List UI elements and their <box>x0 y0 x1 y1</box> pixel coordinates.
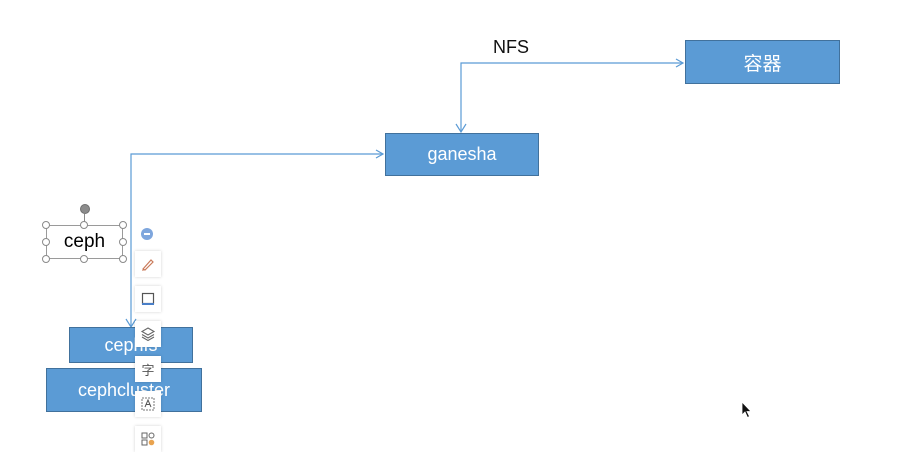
layers-icon <box>140 327 156 342</box>
selected-textbox-ceph[interactable]: ceph <box>46 225 123 259</box>
mouse-cursor-icon <box>741 401 752 419</box>
connector-cephfs-to-ganesha[interactable] <box>130 149 385 326</box>
rotate-stem <box>84 214 85 223</box>
text-frame-tool-button[interactable] <box>135 391 161 417</box>
brush-icon <box>142 259 154 271</box>
node-container-label: 容器 <box>743 52 782 75</box>
resize-handle-top-left[interactable] <box>42 221 50 229</box>
resize-handle-top[interactable] <box>80 221 88 229</box>
edge-label-nfs: NFS <box>493 37 529 57</box>
resize-handle-bottom-left[interactable] <box>42 255 50 263</box>
brush-tool-button[interactable] <box>135 251 161 277</box>
resize-handle-left[interactable] <box>42 238 50 246</box>
border-icon <box>141 292 155 305</box>
resize-handle-right[interactable] <box>119 238 127 246</box>
minus-icon[interactable] <box>141 228 153 240</box>
textbox-label: ceph <box>63 231 106 252</box>
shapes-icon <box>141 432 155 446</box>
connector-arrowhead-into-ganesha <box>455 123 467 134</box>
text-char-icon: 字 <box>141 363 155 379</box>
node-ganesha-label: ganesha <box>427 144 497 164</box>
resize-handle-bottom-right[interactable] <box>119 255 127 263</box>
node-cephcluster[interactable]: cephcluster <box>46 368 202 412</box>
resize-handle-bottom[interactable] <box>80 255 88 263</box>
rotate-handle-icon[interactable] <box>80 204 90 214</box>
text-char-tool-button[interactable]: 字 <box>135 356 161 382</box>
node-cephfs[interactable]: cephfs <box>69 327 193 363</box>
layers-tool-button[interactable] <box>135 321 161 347</box>
node-container[interactable]: 容器 <box>685 40 840 84</box>
connector-ganesha-to-container[interactable] <box>460 58 685 132</box>
shapes-tool-button[interactable] <box>135 426 161 452</box>
resize-handle-top-right[interactable] <box>119 221 127 229</box>
border-tool-button[interactable] <box>135 286 161 312</box>
text-frame-icon <box>141 397 155 411</box>
node-ganesha[interactable]: ganesha <box>385 133 539 176</box>
